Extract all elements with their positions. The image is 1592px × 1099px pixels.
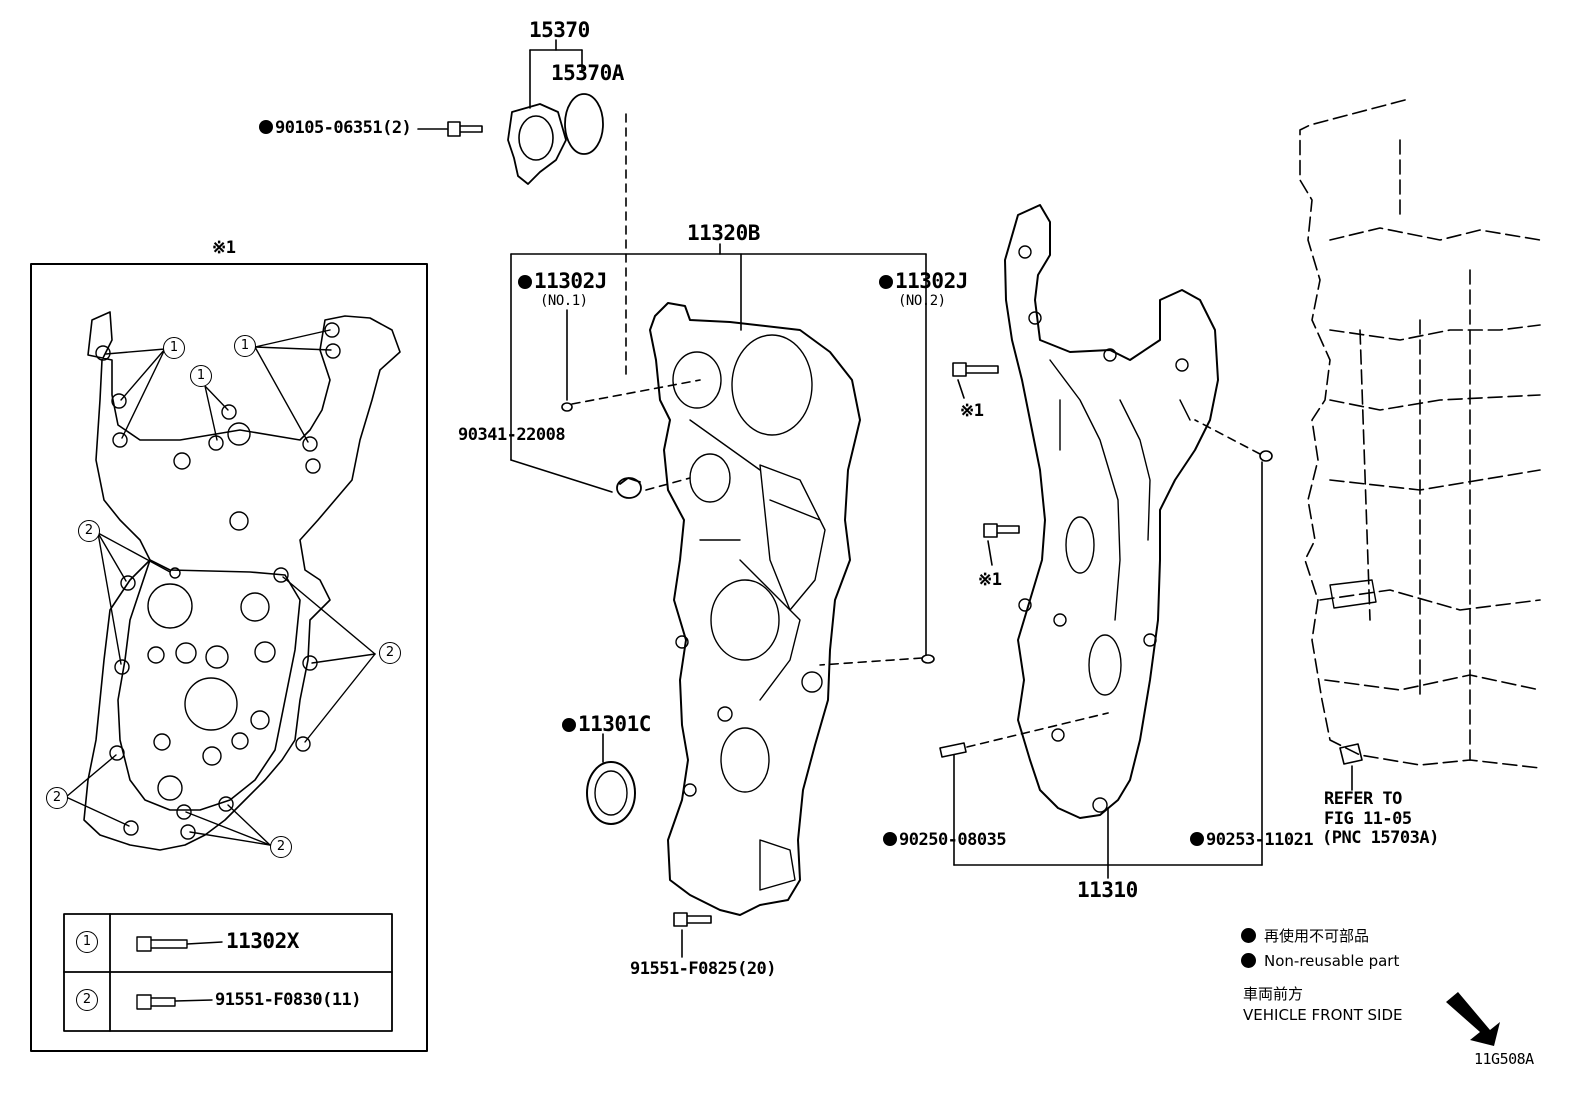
inset-table-bolts <box>136 936 223 1010</box>
legend-front-en: VEHICLE FRONT SIDE <box>1243 1006 1403 1024</box>
inset-box <box>30 263 428 1052</box>
part-15370-leaders <box>529 39 583 109</box>
part-11310-details <box>1018 245 1191 813</box>
bolt-note1-upper <box>952 362 999 377</box>
bolt-note1-lower <box>983 523 1020 538</box>
bolt-90105 <box>447 121 483 137</box>
diagram-id: 11G508A <box>1474 1050 1534 1068</box>
inset-gasket-holes <box>95 322 341 840</box>
callout-2: 2 <box>379 642 401 664</box>
label-pnc-15703a: (PNC 15703A) <box>1322 828 1439 848</box>
label-11302j-no1: 11302J <box>518 271 607 292</box>
label-11310: 11310 <box>1077 878 1138 902</box>
pin-no1 <box>561 402 573 412</box>
callout-2: 2 <box>78 520 100 542</box>
legend-non-reusable-en: Non-reusable part <box>1241 953 1399 969</box>
part-11320b-bracket <box>510 243 927 656</box>
plug-90341 <box>616 477 642 499</box>
label-fig-11-05: FIG 11-05 <box>1324 809 1412 829</box>
label-note1-upper: ※1 <box>960 401 984 421</box>
callout-2: 2 <box>46 787 68 809</box>
dowel-15703a <box>1339 743 1363 765</box>
inset-gasket-inner <box>117 559 301 811</box>
label-11302j-no2-text: 11302J <box>895 269 968 293</box>
label-11301c: 11301C <box>562 714 651 735</box>
part-15370-pump <box>507 103 567 185</box>
label-note1-box: ※1 <box>212 238 236 258</box>
callout-1: 1 <box>163 337 185 359</box>
label-90341-22008: 90341-22008 <box>458 425 566 445</box>
seal-11301c <box>586 761 636 825</box>
pin-90253-11021 <box>1259 450 1273 462</box>
label-11301c-text: 11301C <box>578 712 651 736</box>
table-part-11302x: 11302X <box>226 929 299 953</box>
label-refer-to: REFER TO <box>1324 789 1402 809</box>
label-11302j-no2: 11302J <box>879 271 968 292</box>
part-11310-cover <box>1004 204 1219 819</box>
table-key-2: 2 <box>76 989 98 1011</box>
callout-1: 1 <box>234 335 256 357</box>
non-reusable-dot-icon <box>1241 953 1256 968</box>
non-reusable-dot-icon <box>259 120 273 134</box>
inset-leaders <box>65 329 376 846</box>
label-15370: 15370 <box>529 18 590 42</box>
vehicle-front-arrow-icon <box>1446 992 1500 1046</box>
non-reusable-dot-icon <box>562 718 576 732</box>
label-90105-06351: 90105-06351(2) <box>259 118 412 138</box>
non-reusable-dot-icon <box>1190 832 1204 846</box>
label-90253-11021-text: 90253-11021 <box>1206 830 1314 850</box>
non-reusable-dot-icon <box>883 832 897 846</box>
table-part-91551-f0830: 91551-F0830(11) <box>215 990 362 1010</box>
non-reusable-dot-icon <box>518 275 532 289</box>
part-15370a-oring <box>564 93 604 155</box>
label-91551-f0825: 91551-F0825(20) <box>630 959 777 979</box>
legend-ja-text: 再使用不可部品 <box>1264 927 1370 945</box>
callout-2: 2 <box>270 836 292 858</box>
inset-gasket-outline <box>83 311 401 851</box>
label-90250-08035: 90250-08035 <box>883 830 1007 850</box>
non-reusable-dot-icon <box>1241 928 1256 943</box>
label-90250-08035-text: 90250-08035 <box>899 830 1007 850</box>
non-reusable-dot-icon <box>879 275 893 289</box>
inset-table <box>63 913 393 1032</box>
label-11320b: 11320B <box>687 221 760 245</box>
label-note1-lower: ※1 <box>978 570 1002 590</box>
table-key-1: 1 <box>76 931 98 953</box>
legend-non-reusable-ja: 再使用不可部品 <box>1241 928 1369 944</box>
timing-cover-details <box>672 334 826 891</box>
part-15370-pump-face <box>518 115 554 161</box>
callout-1: 1 <box>190 365 212 387</box>
label-90253-11021: 90253-11021 <box>1190 830 1314 850</box>
label-15370a: 15370A <box>551 61 624 85</box>
pin-no2 <box>921 654 935 664</box>
part-11310-bracket <box>953 461 1263 879</box>
label-no2: (NO.2) <box>898 293 946 309</box>
legend-front-ja: 車両前方 <box>1243 985 1304 1003</box>
bolt-91551-f0825 <box>673 912 712 927</box>
label-90105-06351-text: 90105-06351(2) <box>275 118 412 138</box>
label-no1: (NO.1) <box>540 293 588 309</box>
timing-cover-11320b <box>649 302 861 916</box>
label-11302j-no1-text: 11302J <box>534 269 607 293</box>
legend-en-text: Non-reusable part <box>1264 952 1400 970</box>
engine-block-boss <box>1329 579 1377 609</box>
engine-block-dashed <box>1299 99 1541 769</box>
pin-90250-08035 <box>939 742 967 758</box>
